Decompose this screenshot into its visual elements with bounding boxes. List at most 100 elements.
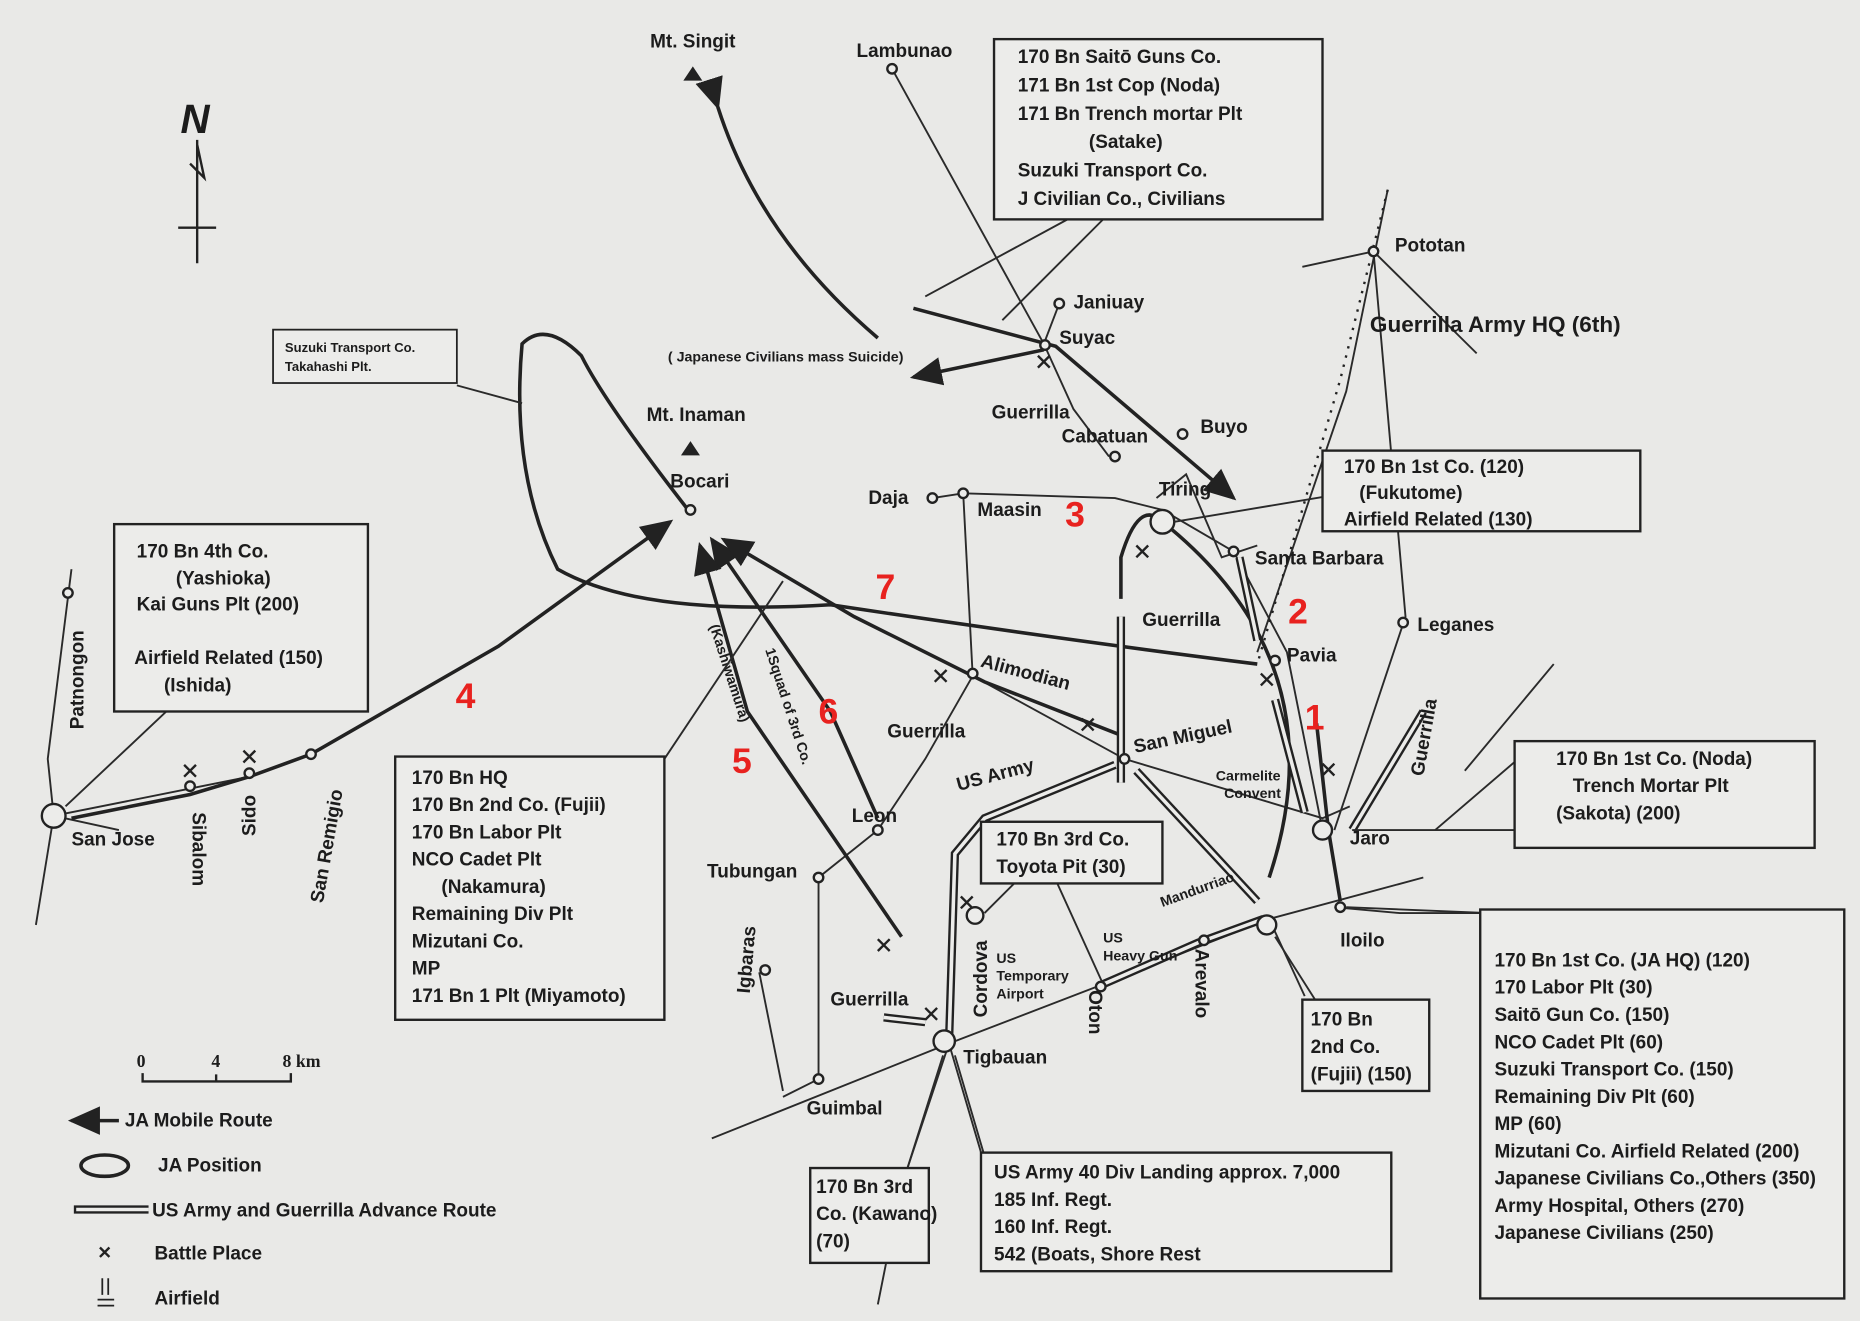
label-san-miguel: San Miguel [1132, 717, 1234, 758]
label-tigbauan: Tigbauan [963, 1048, 1047, 1069]
box-line: Kai Guns Plt (200) [137, 595, 299, 616]
legend-position: JA Position [158, 1156, 262, 1177]
label-us-heavy-2: Heavy Gun [1103, 949, 1177, 965]
box-line: NCO Cadet Plt (60) [1494, 1032, 1663, 1053]
box-iloilo: 170 Bn 1st Co. (JA HQ) (120) 170 Labor P… [1479, 908, 1846, 1300]
callout-lines [64, 218, 1531, 1169]
label-sido: Sido [239, 795, 260, 836]
route-number-4: 4 [456, 676, 476, 716]
box-line: Co. (Kawano) [816, 1204, 937, 1225]
legend-mobile-route: JA Mobile Route [125, 1111, 273, 1132]
label-mt-singit: Mt. Singit [650, 31, 736, 52]
label-arevalo: Arevalo [1191, 949, 1212, 1019]
label-guerrilla-hq: Guerrilla Army HQ (6th) [1370, 312, 1621, 337]
label-convent: Convent [1224, 786, 1281, 802]
north-arrow-icon: N [178, 97, 217, 264]
label-iloilo: Iloilo [1340, 930, 1384, 951]
legend-airfield: Airfield [154, 1288, 219, 1309]
box-line: 170 Bn 1st Co. (Noda) [1556, 749, 1752, 770]
label-us-army: US Army [954, 755, 1037, 796]
box-line: Airfield Related (130) [1344, 509, 1533, 530]
label-us-temp-2: Temporary [996, 969, 1069, 985]
box-line: Suzuki Transport Co. (150) [1494, 1060, 1733, 1081]
box-line: 171 Bn Trench mortar Plt [1018, 104, 1243, 125]
box-line: NCO Cadet Plt [412, 850, 542, 871]
box-line: 170 Bn 4th Co. [137, 541, 269, 562]
box-line: (Yashioka) [176, 569, 271, 590]
label-suyac: Suyac [1059, 328, 1115, 349]
box-line: 171 Bn 1 Plt (Miyamoto) [412, 986, 626, 1007]
legend-airfield-icon [97, 1278, 115, 1307]
label-lambunao: Lambunao [856, 41, 952, 62]
scale-end: 8 km [283, 1051, 321, 1071]
box-line: 170 Bn 3rd Co. [996, 829, 1129, 850]
box-line: (Nakamura) [441, 877, 545, 898]
box-line: Airfield Related (150) [134, 648, 323, 669]
legend-battle: Battle Place [154, 1243, 262, 1264]
label-carmelite: Carmelite [1216, 768, 1281, 784]
box-line: Japanese Civilians Co.,Others (350) [1494, 1169, 1816, 1190]
legend-position-icon [79, 1153, 131, 1179]
route-number-5: 5 [732, 741, 752, 781]
box-line: 542 (Boats, Shore Rest [994, 1245, 1201, 1266]
box-line: 170 Bn Saitō Guns Co. [1018, 47, 1221, 68]
box-line: 171 Bn 1st Cop (Noda) [1018, 75, 1220, 96]
box-line: Takahashi Plt. [285, 359, 372, 374]
label-guerrilla-tigbauan: Guerrilla [830, 990, 908, 1011]
route-number-2: 2 [1288, 592, 1308, 632]
label-igbaras: Igbaras [734, 925, 761, 994]
label-san-remigio: San Remigio [307, 788, 348, 905]
box-fourth-co: 170 Bn 4th Co. (Yashioka) Kai Guns Plt (… [112, 522, 370, 713]
label-cordova: Cordova [971, 940, 992, 1017]
box-line: Saitō Gun Co. (150) [1494, 1005, 1669, 1026]
box-line: 185 Inf. Regt. [994, 1190, 1112, 1211]
label-us-heavy-1: US [1103, 931, 1123, 947]
label-oton: Oton [1084, 990, 1105, 1034]
ja-mobile-routes [71, 75, 1343, 938]
box-line: (70) [816, 1231, 850, 1252]
mountain-icon [680, 66, 703, 456]
label-bocari: Bocari [670, 471, 729, 492]
box-bn-hq: 170 Bn HQ 170 Bn 2nd Co. (Fujii) 170 Bn … [394, 755, 666, 1021]
box-line: Mizutani Co. Airfield Related (200) [1494, 1141, 1799, 1162]
scale-zero: 0 [137, 1051, 146, 1071]
box-saito: 170 Bn Saitō Guns Co. 171 Bn 1st Cop (No… [992, 37, 1324, 221]
label-santa-barbara: Santa Barbara [1255, 548, 1384, 569]
box-line: 170 Bn 2nd Co. (Fujii) [412, 795, 606, 816]
label-buyo: Buyo [1200, 417, 1247, 438]
label-daja: Daja [868, 488, 909, 509]
box-line: Mizutani Co. [412, 931, 524, 952]
scale-bar: 0 4 8 km [137, 1051, 321, 1083]
label-leganes: Leganes [1417, 615, 1494, 636]
route-number-3: 3 [1065, 495, 1085, 535]
label-mt-inaman: Mt. Inaman [647, 405, 746, 426]
railway [1256, 189, 1389, 665]
label-leon: Leon [852, 806, 897, 827]
box-line: Trench Mortar Plt [1573, 776, 1730, 797]
label-cabatuan: Cabatuan [1062, 426, 1148, 447]
scale-mid: 4 [211, 1051, 220, 1071]
north-label: N [181, 97, 211, 142]
box-line: Suzuki Transport Co. [1018, 161, 1208, 182]
label-maasin: Maasin [977, 500, 1041, 521]
label-guerrilla-suyac: Guerrilla [992, 403, 1070, 424]
box-line: (Sakota) (200) [1556, 803, 1680, 824]
box-line: US Army 40 Div Landing approx. 7,000 [994, 1163, 1340, 1184]
label-mass-suicide: ( Japanese Civilians mass Suicide) [668, 350, 904, 366]
label-squad: 1Squad of 3rd Co. [761, 646, 814, 767]
legend: JA Mobile Route JA Position US Army and … [67, 1106, 496, 1309]
label-pototan: Pototan [1395, 235, 1466, 256]
box-toyota: 170 Bn 3rd Co. Toyota Pit (30) [979, 820, 1164, 885]
box-line: Remaining Div Plt (60) [1494, 1087, 1694, 1108]
label-san-jose: San Jose [71, 829, 154, 850]
box-line: MP (60) [1494, 1114, 1561, 1135]
box-line: (Satake) [1089, 132, 1163, 153]
label-sibalom: Sibalom [187, 812, 208, 886]
box-line: Toyota Pit (30) [996, 857, 1125, 878]
box-line: 170 Bn 1st Co. (JA HQ) (120) [1494, 950, 1749, 971]
town-markers [40, 62, 1410, 1086]
us-advance-routes [883, 556, 1427, 1044]
label-guerrilla-tiring: Guerrilla [1142, 610, 1220, 631]
box-fujii: 170 Bn 2nd Co. (Fujii) (150) [1301, 998, 1431, 1093]
